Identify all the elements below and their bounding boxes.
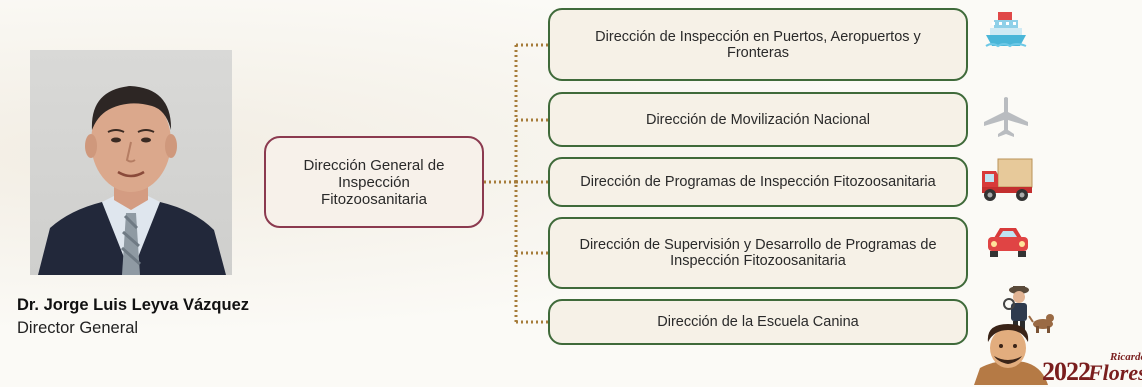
org-root-label: Dirección General de Inspección Fitozoos… [303,156,445,208]
airplane-icon [984,97,1028,137]
org-root-box: Dirección General de Inspección Fitozoos… [264,136,484,228]
org-child-box-programas: Dirección de Programas de Inspección Fit… [548,157,968,207]
logo-year: 2022 [1042,357,1091,386]
person-name: Dr. Jorge Luis Leyva Vázquez [17,296,249,314]
flores-magon-portrait-logo [974,324,1048,385]
org-child-label: Dirección de Inspección en Puertos, Aero… [595,28,921,61]
car-icon [988,228,1028,257]
logo-surname: Flores [1088,360,1142,385]
org-child-label: Dirección de Supervisión y Desarrollo de… [579,237,937,269]
truck-icon [982,158,1033,201]
org-child-label: Dirección de la Escuela Canina [657,314,859,330]
org-child-box-puertos: Dirección de Inspección en Puertos, Aero… [548,8,968,81]
logo-given-name: Ricardo [1110,351,1142,363]
org-child-label: Dirección de Movilización Nacional [645,111,871,128]
ship-icon [985,12,1027,48]
portrait-photo [30,50,232,275]
org-child-label: Dirección de Programas de Inspección Fit… [580,174,936,190]
org-child-box-escuela-canina: Dirección de la Escuela Canina [548,299,968,345]
org-child-box-supervision: Dirección de Supervisión y Desarrollo de… [548,217,968,289]
org-child-box-movilizacion: Dirección de Movilización Nacional [548,92,968,147]
person-title: Director General [17,319,139,337]
